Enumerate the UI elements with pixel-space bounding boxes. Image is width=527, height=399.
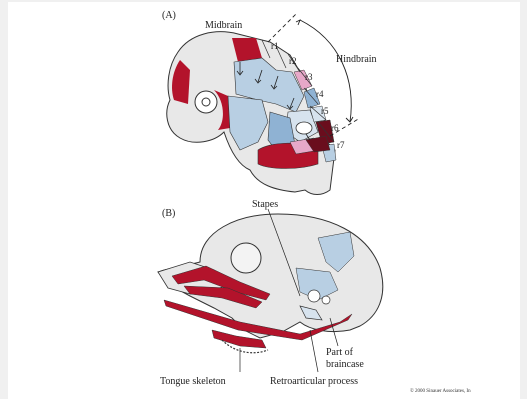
rhombomere-label-r2: r2 xyxy=(289,56,297,66)
otic-vesicle xyxy=(296,122,312,134)
tongue-skeleton-label: Tongue skeleton xyxy=(160,376,226,387)
rhombomere-label-r1: r1 xyxy=(271,41,279,51)
rhombomere-label-r3: r3 xyxy=(305,72,313,82)
rhombomere-label-r7: r7 xyxy=(337,140,345,150)
midbrain-label: Midbrain xyxy=(205,20,242,31)
rhombomere-label-r4: r4 xyxy=(316,89,324,99)
rhombomere-label-r5: r5 xyxy=(321,106,329,116)
part-of-braincase-label-line2: braincase xyxy=(326,359,364,370)
panel-a-label: (A) xyxy=(162,10,176,21)
eye-inner xyxy=(202,98,210,106)
orbit xyxy=(231,243,261,273)
rhombomere-label-r6: r6 xyxy=(331,123,339,133)
copyright: © 2000 Sinauer Associates, In xyxy=(410,388,471,394)
retroarticular-process-label: Retroarticular process xyxy=(270,376,358,387)
panel-b-label: (B) xyxy=(162,208,175,219)
part-of-braincase-label-line1: Part of xyxy=(326,347,354,358)
stapes-label: Stapes xyxy=(252,199,278,210)
